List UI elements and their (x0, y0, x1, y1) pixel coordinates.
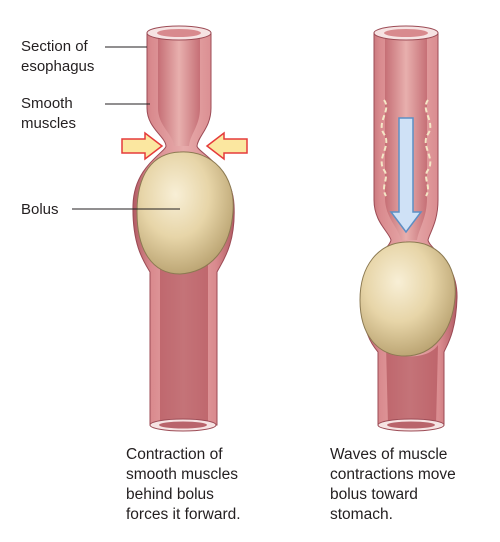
right-wave-line-right (424, 99, 432, 197)
section-label-line1: Section of (21, 38, 89, 55)
smooth-muscles-label-line1: Smooth (21, 95, 73, 112)
left-tube-lumen (158, 33, 200, 146)
left-esophagus (121, 25, 248, 432)
left-tube-lower-lumen (160, 262, 208, 425)
right-tube-top-opening (384, 29, 428, 37)
left-contraction-arrow-left (121, 131, 164, 161)
smooth-muscles-label-line2: muscles (21, 115, 76, 132)
right-tube-bottom-opening (387, 421, 435, 429)
bolus-label: Bolus (21, 201, 59, 218)
down-arrow-icon (389, 117, 423, 234)
right-esophagus (359, 25, 458, 432)
left-caption: Contraction of smooth muscles behind bol… (126, 446, 241, 523)
left-contraction-arrow-right (205, 131, 248, 161)
section-label-line2: esophagus (21, 58, 94, 75)
right-bolus (359, 241, 456, 357)
right-caption: Waves of muscle contractions move bolus … (330, 446, 456, 523)
left-tube-bottom-opening (159, 421, 207, 429)
right-wave-line-left (380, 99, 388, 197)
leader-lines (72, 46, 180, 210)
left-tube-top-opening (157, 29, 201, 37)
right-tube-lower-lumen (386, 345, 438, 425)
left-bolus (136, 151, 234, 275)
